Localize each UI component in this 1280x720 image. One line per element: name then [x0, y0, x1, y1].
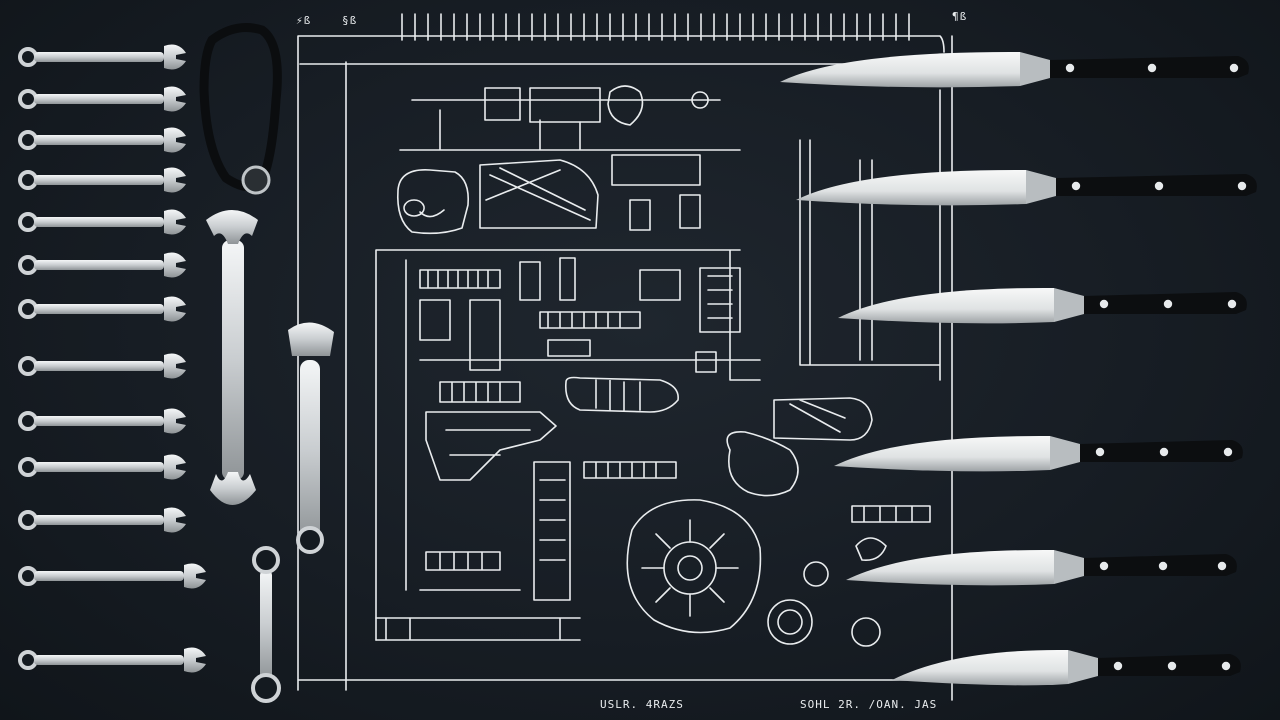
top-ruler — [401, 13, 910, 41]
sketch-rod-lower — [583, 461, 677, 479]
label-bottom-left: USLR. 4RAZS — [600, 698, 684, 711]
sketch-turbine-vanes — [641, 519, 739, 617]
wrench — [18, 252, 186, 278]
sketch-base-line — [375, 589, 581, 641]
wrench — [18, 507, 186, 533]
knife-column — [780, 52, 1257, 686]
chef-knife — [892, 650, 1241, 686]
wrench — [18, 296, 186, 322]
sketch-right-panel — [611, 154, 701, 231]
sketch-cloud — [726, 431, 799, 497]
chef-knife — [838, 288, 1247, 324]
sketch-base-coil — [425, 551, 501, 571]
sketch-dispenser — [773, 397, 873, 441]
sketch-turbine-hub — [663, 541, 717, 595]
wrench — [18, 209, 186, 235]
sketch-spiral-a — [767, 599, 813, 645]
chef-knife — [834, 436, 1243, 472]
sketch-stem-lines — [399, 109, 741, 151]
sketch-funnel — [425, 411, 557, 481]
wrench — [18, 563, 206, 589]
blueprint-drawing — [297, 13, 981, 701]
sketch-coil — [419, 269, 501, 289]
chef-knife — [796, 170, 1257, 206]
sketch-housing — [396, 169, 470, 235]
adjustable-wrench — [288, 322, 334, 554]
wrench — [18, 454, 186, 480]
cable-tie — [199, 23, 282, 195]
chef-knife — [780, 52, 1249, 88]
box-wrench — [251, 546, 281, 703]
large-wrench — [206, 210, 258, 505]
sketch-shaft — [419, 299, 641, 371]
label-top-left-b: §ß — [342, 14, 357, 27]
wrench — [18, 353, 186, 379]
sketch-ring-b — [803, 561, 829, 587]
blueprint-frame — [297, 35, 981, 701]
sketch-spiral-a-inner — [777, 609, 803, 635]
wrench — [18, 44, 186, 70]
sketch-turbine — [626, 499, 762, 634]
sketch-upper-rod — [411, 85, 721, 126]
wrench-column — [18, 44, 206, 673]
wrench — [18, 127, 186, 153]
sketch-ring-c — [851, 617, 881, 647]
sketch-mid-frame — [375, 249, 761, 641]
label-top-left-a: ⚡ß — [296, 14, 311, 27]
wrench — [18, 86, 186, 112]
sketch-valve — [419, 339, 761, 373]
sketch-capsule — [564, 376, 679, 413]
sketch-gear-rack — [519, 257, 741, 333]
chef-knife — [846, 550, 1237, 586]
wrench — [18, 647, 206, 673]
sketch-small-parts — [851, 505, 931, 562]
sketch-turbine-core — [677, 555, 703, 581]
label-top-right: ¶ß — [952, 10, 967, 23]
label-bottom-right: SOHL 2R. /OAN. JAS — [800, 698, 937, 711]
sketch-lower-coil — [439, 381, 521, 403]
sketch-column — [533, 461, 571, 601]
sketch-right-scale — [799, 89, 941, 381]
wrench — [18, 167, 186, 193]
wrench — [18, 408, 186, 434]
sketch-mesh-block — [479, 159, 599, 229]
